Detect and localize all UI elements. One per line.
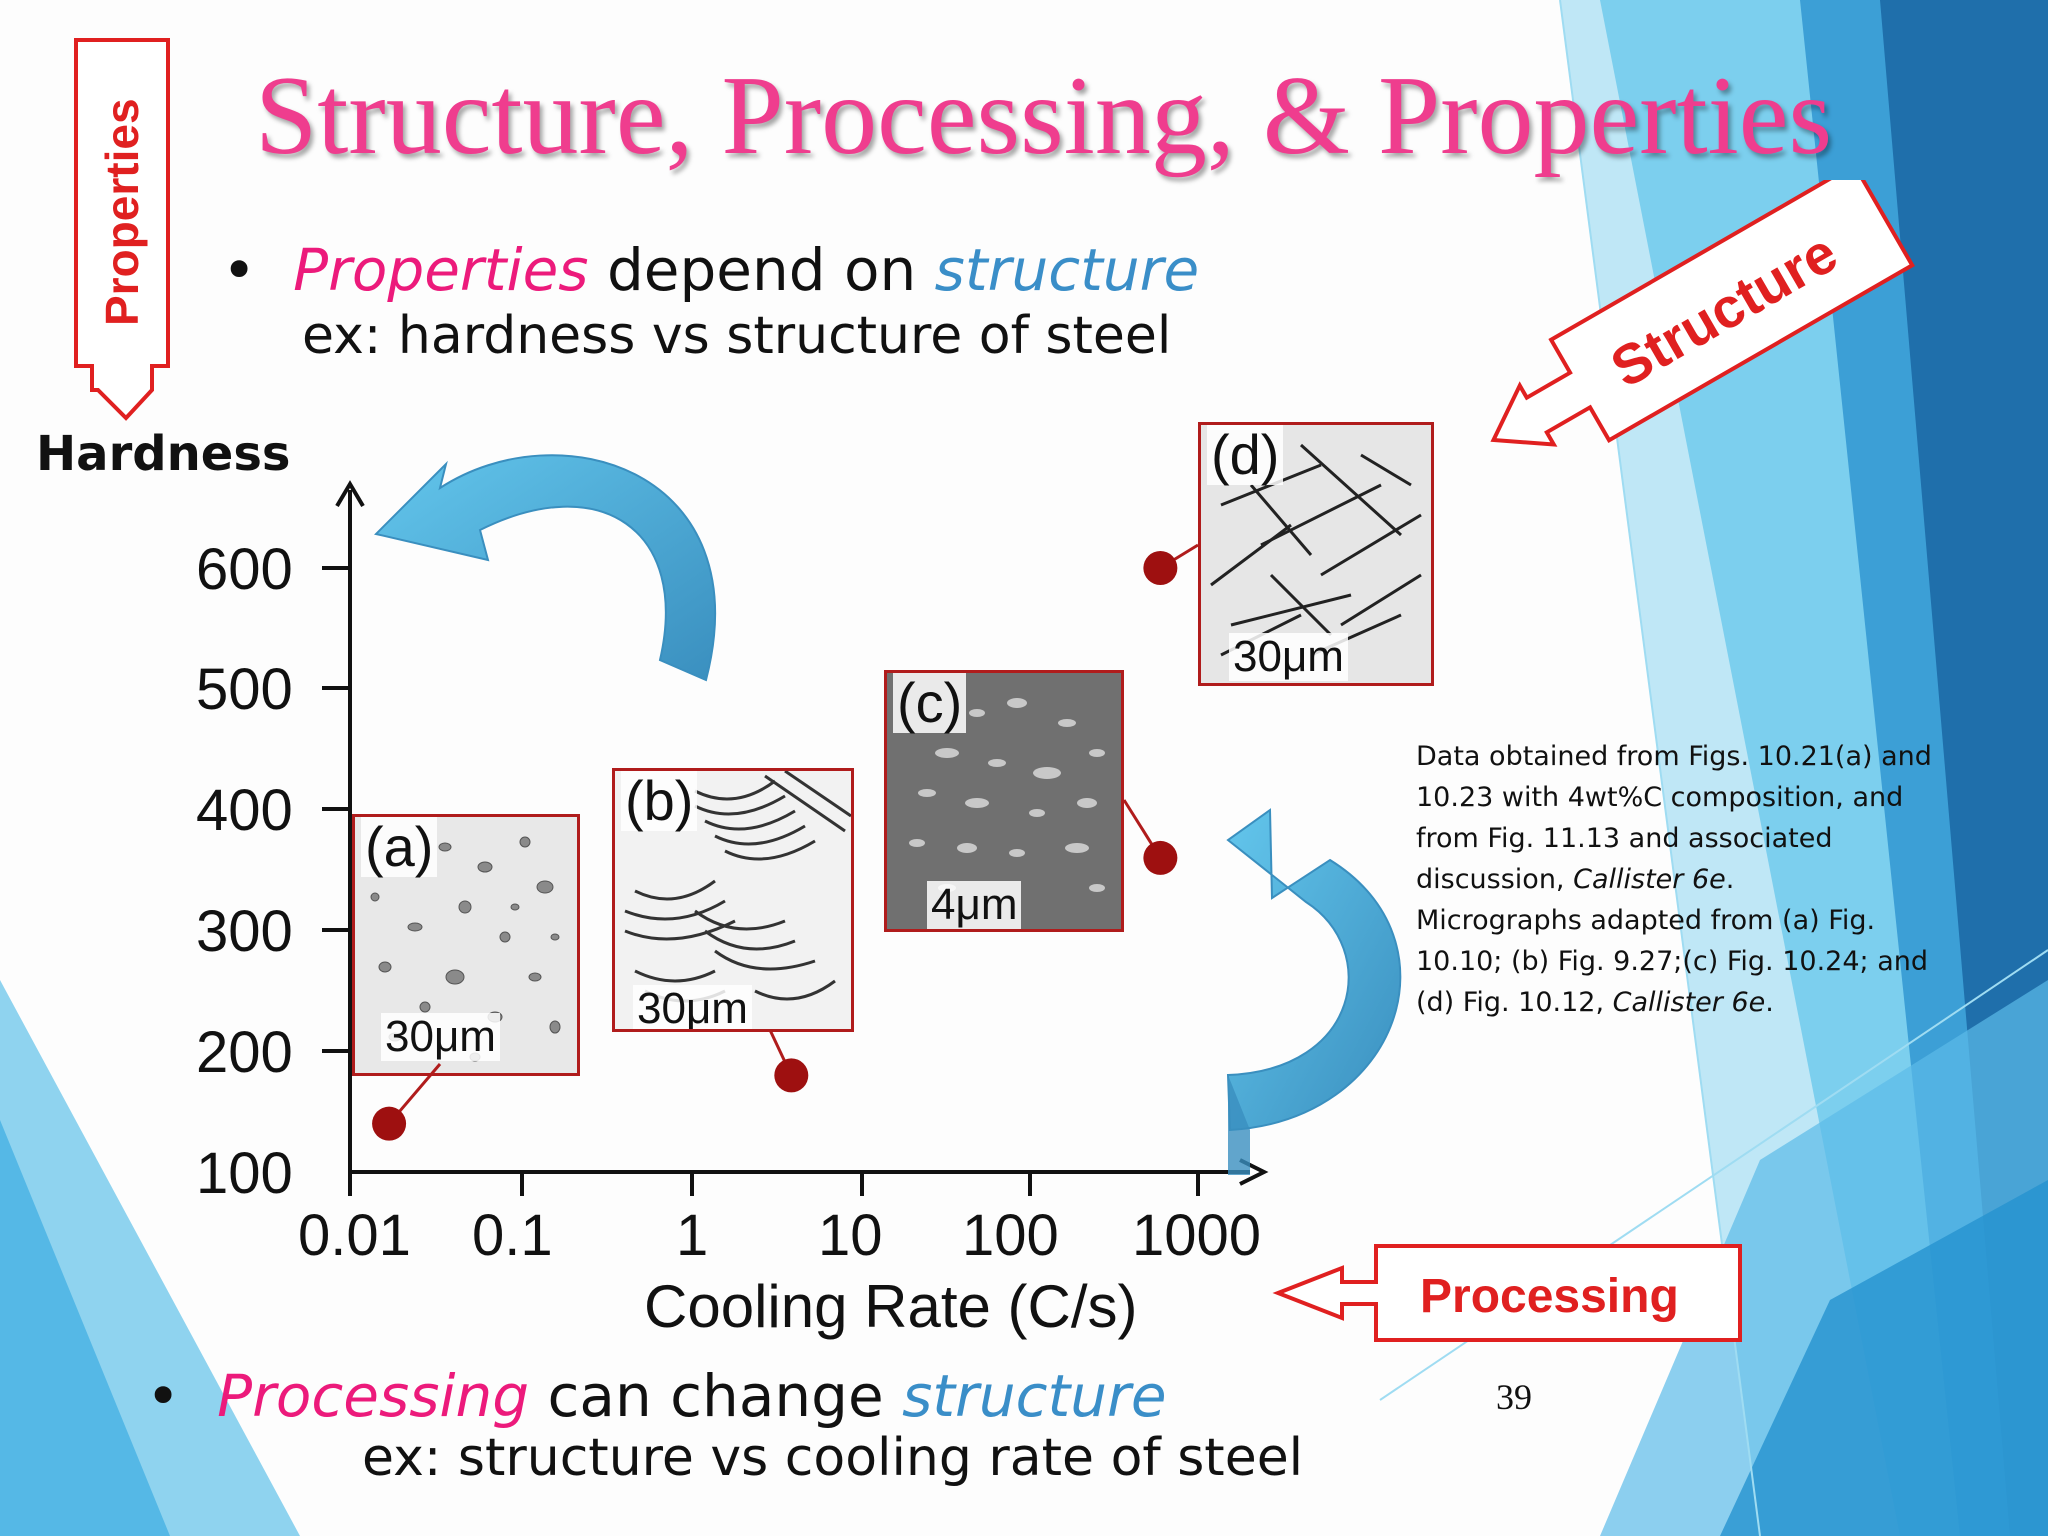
bullet-sub-processing: ex: structure vs cooling rate of steel: [362, 1428, 1304, 1488]
bullet-sub-properties: ex: hardness vs structure of steel: [302, 306, 1172, 366]
micrograph-d: (d) 30μm: [1198, 422, 1434, 686]
bullet-dot: •: [146, 1362, 218, 1430]
y-tick-200: 200: [196, 1020, 293, 1085]
micrograph-a: (a) 30μm: [352, 814, 580, 1076]
micrograph-b-tag: (b): [621, 771, 698, 831]
reference-note-data: Data obtained from Figs. 10.21(a) and 10…: [1416, 736, 1936, 900]
bullet-properties: • Properties depend on structure: [222, 236, 1199, 304]
micrograph-d-scale: 30μm: [1229, 633, 1348, 681]
x-tick-0.1: 0.1: [472, 1203, 553, 1268]
micrograph-c-tag: (c): [893, 673, 967, 733]
bullet-rest: depend on: [588, 236, 935, 304]
micrograph-b-scale: 30μm: [633, 985, 752, 1029]
bullet-lead: Properties: [293, 236, 589, 304]
note-end-1: .: [1725, 864, 1735, 895]
data-point-marker: [1143, 840, 1178, 875]
x-tick-10: 10: [818, 1203, 883, 1268]
micrograph-a-tag: (a): [361, 817, 438, 877]
reference-note-micrographs: Micrographs adapted from (a) Fig. 10.10;…: [1416, 900, 1936, 1023]
y-tick-300: 300: [196, 899, 293, 964]
note-text-2: Micrographs adapted from (a) Fig. 10.10;…: [1416, 905, 1928, 1018]
curved-arrow-down-icon: [1226, 808, 1402, 1132]
micrograph-a-scale: 30μm: [381, 1013, 500, 1061]
bullet-lead: Processing: [217, 1362, 530, 1430]
x-tick-0.01: 0.01: [298, 1203, 411, 1268]
micrograph-d-tag: (d): [1207, 425, 1284, 485]
processing-label-text: Processing: [1420, 1270, 1679, 1323]
y-axis-label: Hardness: [36, 426, 291, 482]
micrograph-b: (b) 30μm: [612, 768, 854, 1032]
x-tick-100: 100: [962, 1203, 1059, 1268]
slide-title: Structure, Processing, & Properties: [255, 54, 1833, 178]
y-tick-600: 600: [196, 537, 293, 602]
structure-label: Structure: [1490, 180, 1915, 447]
micrograph-c-scale: 4μm: [927, 881, 1022, 929]
properties-label: Properties: [74, 38, 170, 421]
y-tick-500: 500: [196, 657, 293, 722]
micrograph-c: (c) 4μm: [884, 670, 1124, 932]
y-tick-400: 400: [196, 778, 293, 843]
data-point-marker: [372, 1106, 407, 1141]
x-tick-1: 1: [676, 1203, 709, 1268]
x-tick-1000: 1000: [1132, 1203, 1262, 1268]
bullet-tail: structure: [902, 1362, 1167, 1430]
data-point-marker: [774, 1058, 809, 1093]
bullet-dot: •: [222, 236, 294, 304]
bullet-processing: • Processing can change structure: [146, 1362, 1167, 1430]
bullet-tail: structure: [934, 236, 1200, 304]
data-point-marker: [1143, 551, 1178, 585]
x-axis-label: Cooling Rate (C/s): [644, 1273, 1138, 1340]
note-italic-2: Callister 6e: [1612, 987, 1766, 1018]
bullet-rest: can change: [529, 1362, 903, 1430]
page-number: 39: [1496, 1377, 1532, 1417]
properties-label-text: Properties: [96, 98, 148, 326]
note-italic-1: Callister 6e: [1573, 864, 1726, 895]
curved-arrow-up-icon: [374, 454, 716, 682]
processing-label: Processing: [1272, 1244, 1742, 1342]
note-end-2: .: [1765, 987, 1774, 1018]
reference-note: Data obtained from Figs. 10.21(a) and 10…: [1416, 736, 1936, 1023]
note-text-1: Data obtained from Figs. 10.21(a) and 10…: [1416, 741, 1932, 895]
y-tick-100: 100: [196, 1141, 293, 1206]
